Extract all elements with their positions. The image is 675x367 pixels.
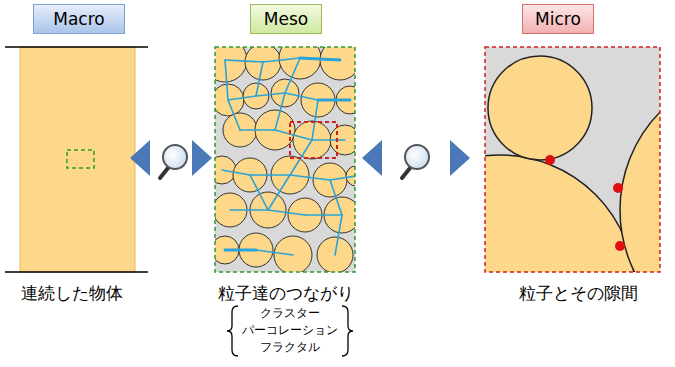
caption: 粒子とその隙間 (519, 283, 638, 303)
scale-tag: Macro (33, 4, 125, 34)
list-item: クラスター (260, 306, 320, 320)
scale-tag: Meso (250, 4, 322, 34)
particle-contact (365, 47, 675, 367)
scale-name: Macro (53, 9, 104, 29)
list-item: フラクタル (260, 340, 320, 354)
caption: 粒子達のつながり (218, 283, 354, 303)
zoom-icon (362, 140, 470, 178)
scale-tag: Micro (522, 4, 594, 34)
scale-name: Micro (535, 9, 581, 29)
list-item: パーコレーション (242, 323, 338, 337)
particle-network (203, 37, 366, 274)
scale-name: Meso (264, 9, 308, 29)
continuum-body (5, 47, 148, 272)
zoom-icon (130, 140, 212, 178)
caption: 連続した物体 (21, 283, 123, 303)
brace (227, 306, 353, 356)
